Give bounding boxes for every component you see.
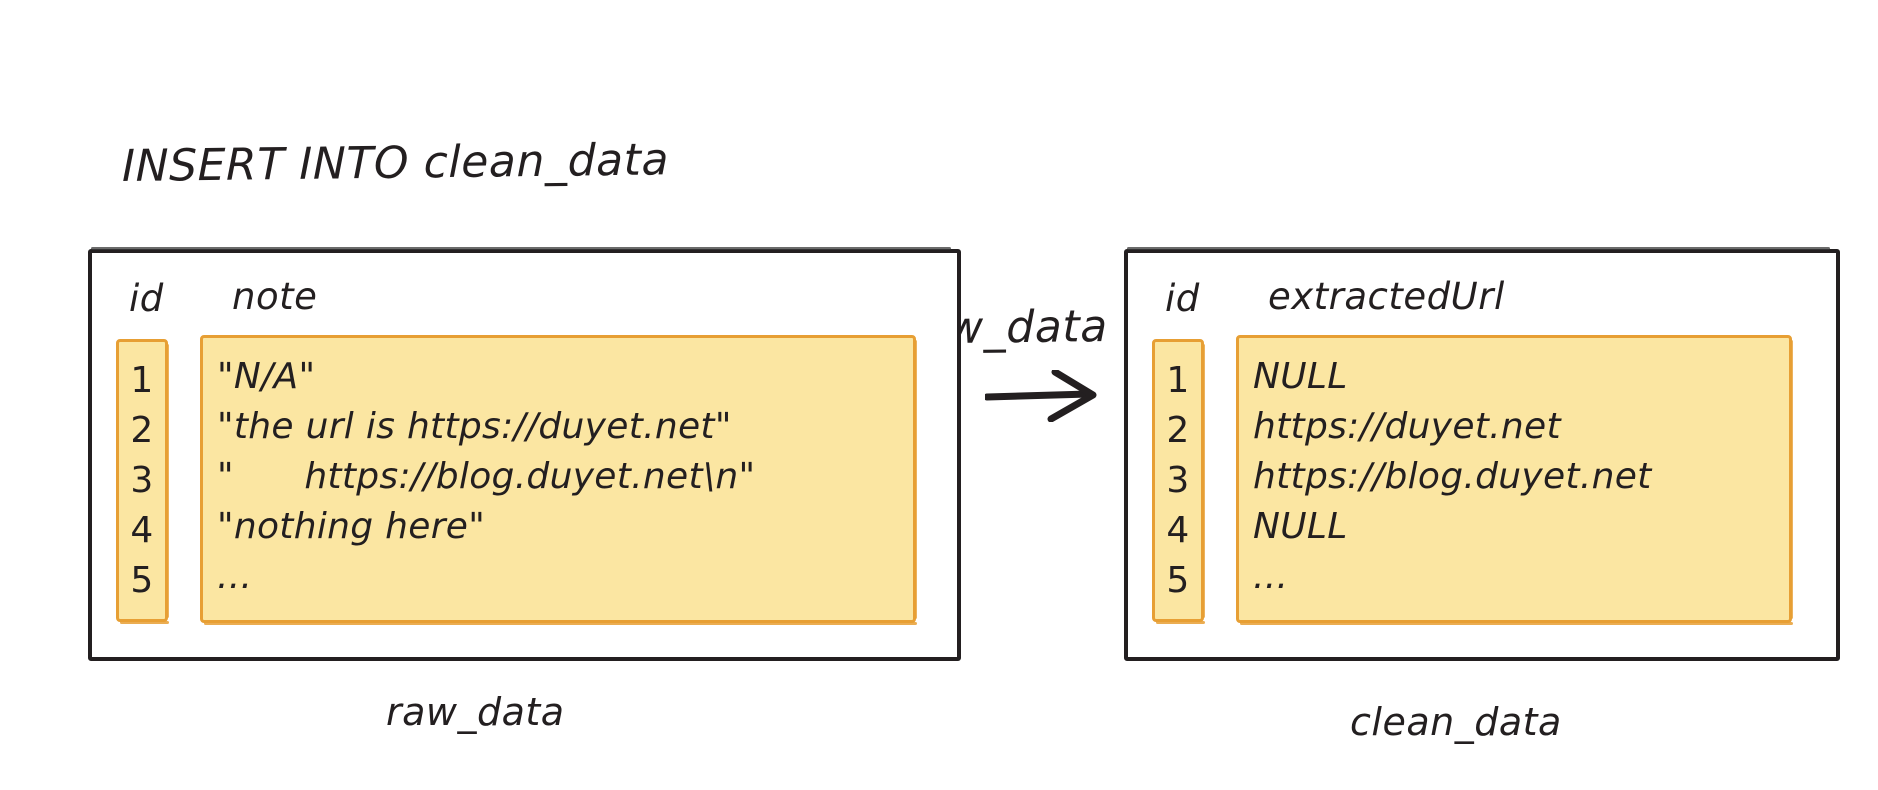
arrow-right-icon [985,370,1097,422]
list-item: 1 [130,360,154,401]
column-header-id: id [1165,277,1200,320]
clean-data-id-column-highlight: 1 2 3 4 5 [1152,339,1205,624]
caption-raw-data: raw_data [386,690,565,734]
raw-data-id-values: 1 2 3 4 5 [119,342,165,606]
list-item: ... [1253,556,1289,597]
sql-statement-line-1: INSERT INTO clean_data [122,134,670,193]
list-item: NULL [1253,356,1348,397]
table-clean-data: id extractedUrl 1 2 3 4 5 NULL https://d… [1124,247,1840,661]
list-item: ... [217,556,253,597]
table-raw-data: id note 1 2 3 4 5 "N/A" "the url is http… [88,247,961,661]
list-item: 5 [130,560,154,601]
list-item: 2 [1166,410,1190,451]
raw-data-id-column-highlight: 1 2 3 4 5 [116,339,169,624]
clean-data-id-values: 1 2 3 4 5 [1155,342,1201,606]
list-item: NULL [1253,506,1348,547]
list-item: "the url is https://duyet.net" [217,406,732,447]
list-item: 3 [130,460,154,501]
list-item: https://blog.duyet.net [1253,456,1652,497]
table-clean-data-column-headers: id extractedUrl [1128,273,1836,331]
list-item: "nothing here" [217,506,486,547]
list-item: 3 [1166,460,1190,501]
list-item: "N/A" [217,356,316,397]
list-item: " https://blog.duyet.net\n" [217,456,756,497]
column-header-note: note [232,275,318,318]
clean-data-extractedurl-column-highlight: NULL https://duyet.net https://blog.duye… [1236,335,1793,625]
list-item: 4 [130,510,154,551]
column-header-extractedurl: extractedUrl [1268,275,1505,318]
list-item: 4 [1166,510,1190,551]
table-raw-data-column-headers: id note [92,273,957,331]
caption-clean-data: clean_data [1350,700,1562,744]
list-item: 2 [130,410,154,451]
raw-data-note-values: "N/A" "the url is https://duyet.net" " h… [203,338,913,602]
column-header-id: id [129,277,164,320]
list-item: https://duyet.net [1253,406,1561,447]
raw-data-note-column-highlight: "N/A" "the url is https://duyet.net" " h… [200,335,917,625]
list-item: 1 [1166,360,1190,401]
list-item: 5 [1166,560,1190,601]
clean-data-extractedurl-values: NULL https://duyet.net https://blog.duye… [1239,338,1789,602]
